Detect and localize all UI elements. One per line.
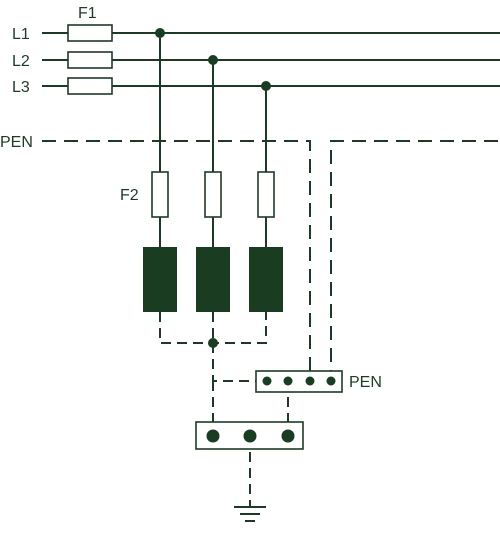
label-l2: L2 [12,53,30,70]
label-f2: F2 [120,187,139,204]
fuse-f1-l2 [67,51,113,69]
fuse-f2-3 [257,171,275,218]
arrester-1 [143,247,177,312]
fuses-f2 [151,171,275,218]
fuse-f2-2 [204,171,222,218]
arrester-2 [196,247,230,312]
branch-wires [159,33,267,248]
fuses-f1 [67,24,113,95]
ground-icon [234,500,266,522]
lower-dashed-wires [159,312,289,500]
label-l1: L1 [12,26,30,43]
star-point-dot [208,338,218,348]
label-pen-terminal: PEN [349,374,382,391]
label-l3: L3 [12,79,30,96]
label-f1: F1 [78,5,97,22]
bus-junction-dots [155,28,271,91]
fuse-f1-l1 [67,24,113,42]
labels: L1 L2 L3 PEN F1 F2 PEN [0,5,382,391]
pen-main-line [42,140,498,381]
pen-terminal-block [255,370,343,393]
fuse-f2-1 [151,171,169,218]
arrester-3 [249,247,283,312]
label-pen-main: PEN [0,134,33,151]
arrester-blocks [143,247,283,312]
fuse-f1-l3 [67,77,113,95]
earth-terminal-block [195,421,304,450]
